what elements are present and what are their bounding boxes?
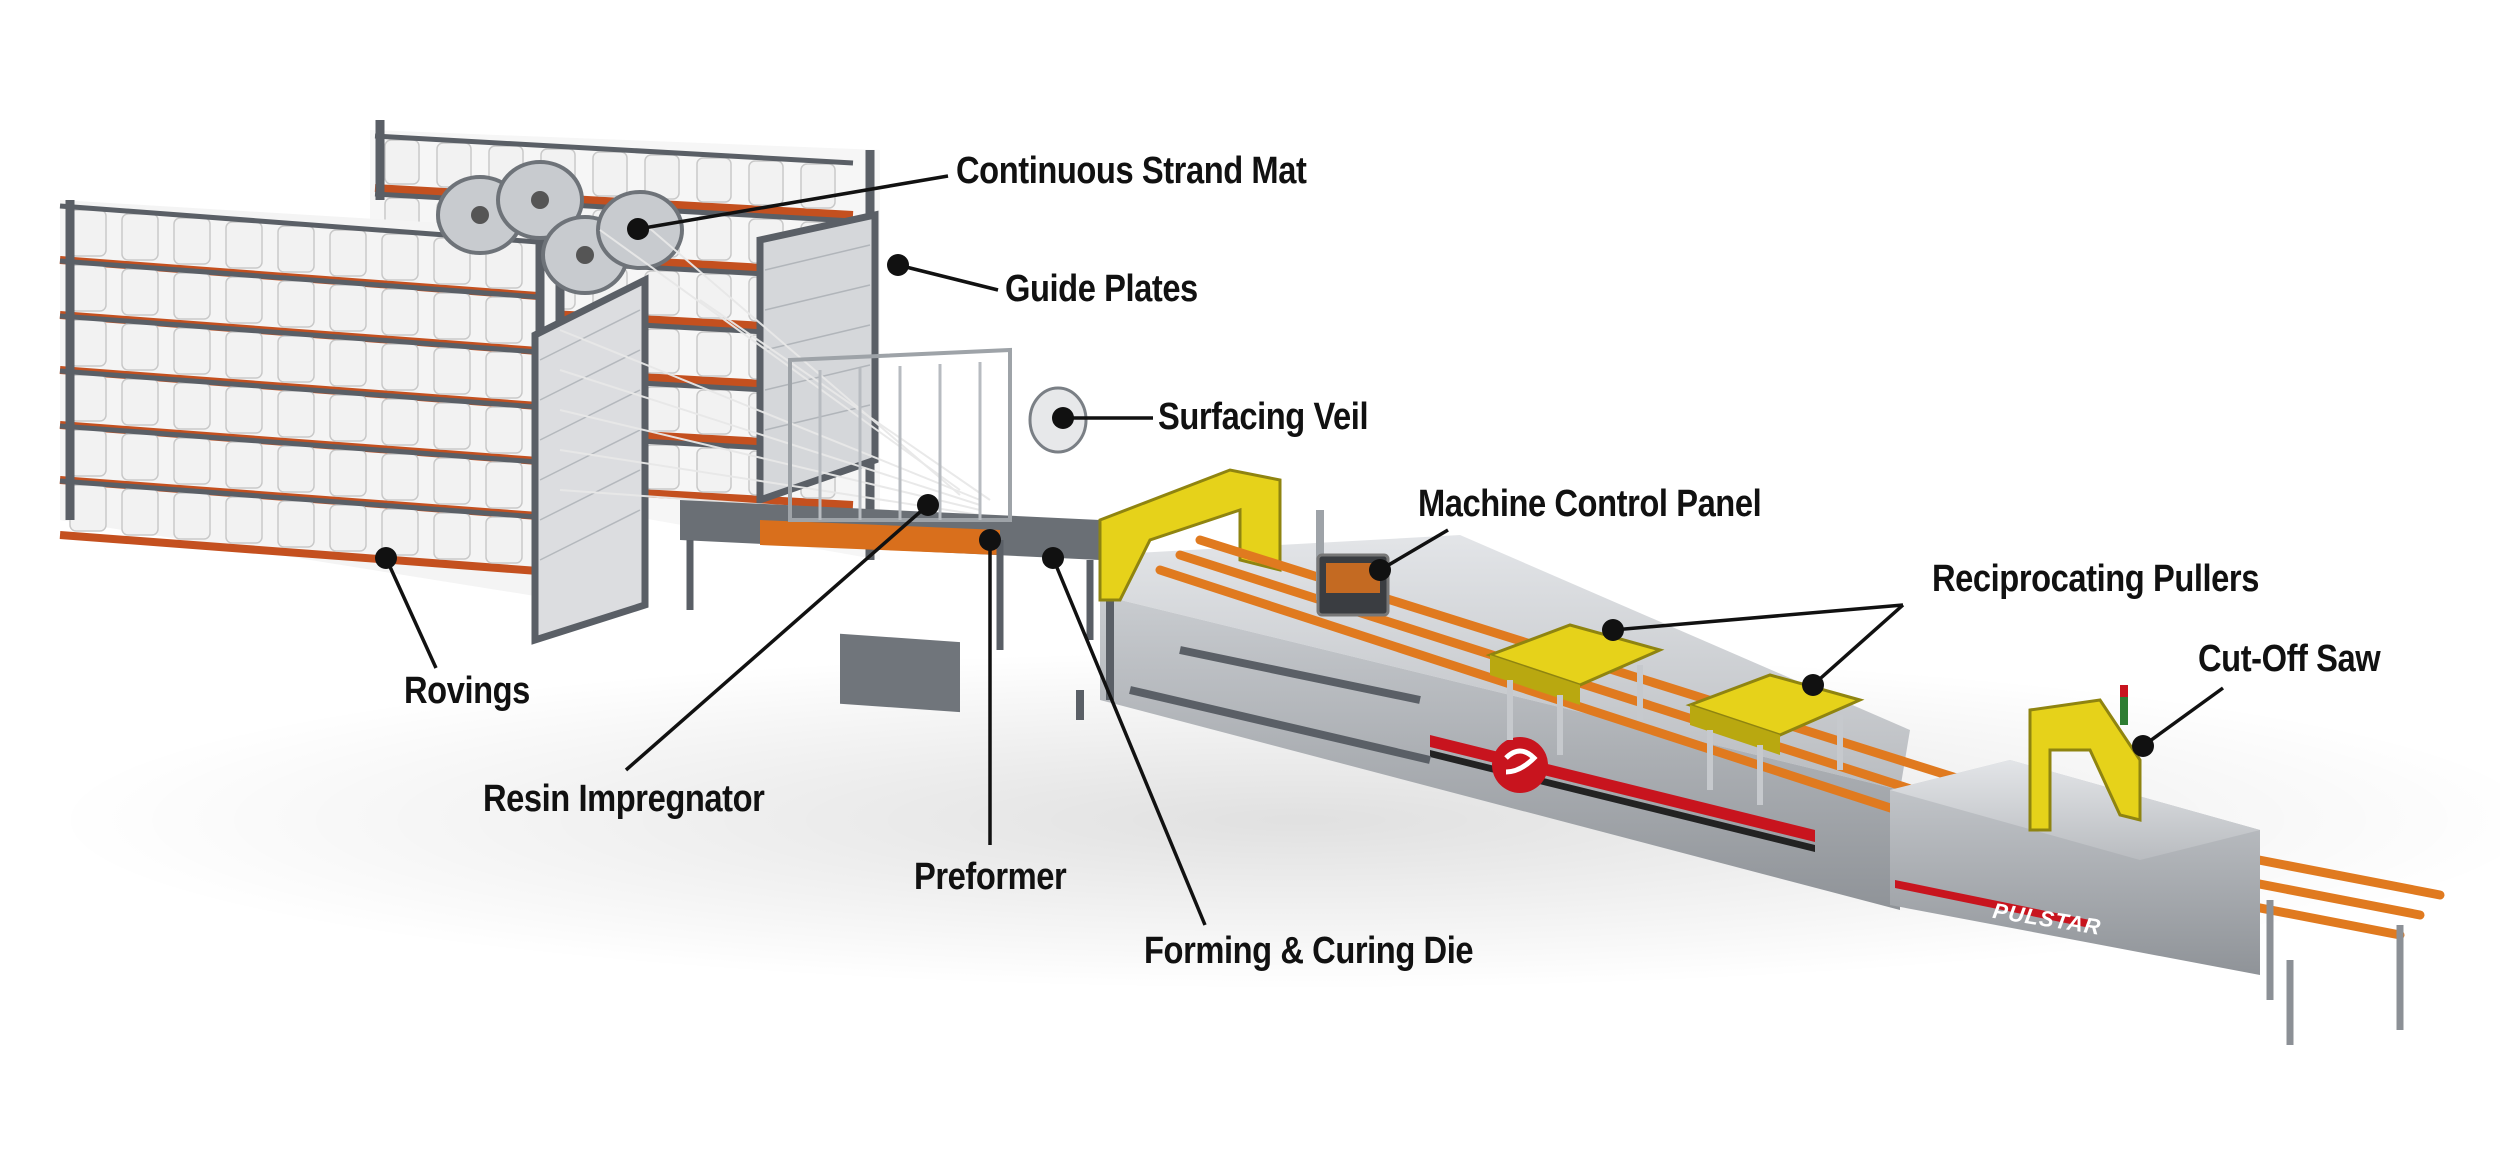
roving-spool (329, 229, 367, 277)
roving-spool (485, 516, 523, 564)
roving-spool (277, 445, 315, 493)
roving-spool (433, 402, 471, 450)
company-logo (1492, 737, 1548, 793)
roving-spool (644, 270, 680, 316)
roving-spool (69, 319, 107, 367)
roving-spool (121, 488, 159, 536)
roving-spool (121, 323, 159, 371)
roving-spool (485, 296, 523, 344)
roving-spool (644, 386, 680, 432)
roving-spool (173, 492, 211, 540)
roving-spool (121, 213, 159, 261)
die-yellow-frame (1098, 468, 1282, 602)
roving-spool (433, 347, 471, 395)
roving-spool (329, 504, 367, 552)
label-rovings: Rovings (404, 670, 530, 712)
roving-spool (433, 512, 471, 560)
roving-spool (485, 351, 523, 399)
label-reciprocating-pullers: Reciprocating Pullers (1932, 558, 2259, 600)
roving-spool (277, 390, 315, 438)
roving-spool (381, 398, 419, 446)
roving-spool (225, 331, 263, 379)
roving-spool (69, 264, 107, 312)
roving-spool (121, 433, 159, 481)
roving-spool (485, 406, 523, 454)
roving-spool (69, 209, 107, 257)
label-resin-impregnator: Resin Impregnator (483, 778, 765, 820)
roving-spool (329, 284, 367, 332)
roving-spool (225, 496, 263, 544)
roving-spool (225, 386, 263, 434)
label-guide-plates: Guide Plates (1005, 268, 1198, 310)
roving-spool (69, 429, 107, 477)
roving-spool (696, 447, 732, 493)
roving-spool (381, 233, 419, 281)
roving-spool (173, 382, 211, 430)
roving-spool (173, 437, 211, 485)
roving-spool (329, 339, 367, 387)
roving-spool (225, 441, 263, 489)
roving-spool (69, 484, 107, 532)
roving-spool (381, 288, 419, 336)
machine-control-panel (1316, 510, 1390, 617)
roving-spool (433, 457, 471, 505)
roving-spool (329, 449, 367, 497)
callouts (384, 174, 2225, 926)
label-forming-curing-die: Forming & Curing Die (1144, 930, 1474, 972)
roving-spool (69, 374, 107, 422)
roving-spool (277, 500, 315, 548)
roving-spool (277, 335, 315, 383)
roving-spool (225, 276, 263, 324)
cut-off-saw (1890, 685, 2404, 1045)
roving-spool (485, 461, 523, 509)
roving-spool (173, 217, 211, 265)
label-preformer: Preformer (914, 856, 1067, 898)
roving-spool (173, 272, 211, 320)
label-continuous-strand-mat: Continuous Strand Mat (956, 150, 1307, 192)
label-surfacing-veil: Surfacing Veil (1158, 396, 1369, 438)
strand-mat-rolls (436, 160, 684, 295)
roving-spool (748, 160, 784, 206)
callout-dots (375, 218, 2154, 757)
roving-spool (329, 394, 367, 442)
roving-spool (277, 280, 315, 328)
roving-spool (381, 453, 419, 501)
roving-spool (433, 292, 471, 340)
roving-spool (277, 225, 315, 273)
roving-spool (696, 215, 732, 261)
label-cut-off-saw: Cut-Off Saw (2198, 638, 2381, 680)
roving-spool (696, 157, 732, 203)
roving-spool (121, 378, 159, 426)
front-rack-spools (59, 203, 539, 575)
roving-spool (381, 343, 419, 391)
roving-spool (696, 331, 732, 377)
roving-spool (384, 139, 420, 185)
label-machine-control-panel: Machine Control Panel (1418, 483, 1762, 525)
roving-spool (592, 151, 628, 197)
roving-spool (173, 327, 211, 375)
roving-spool (121, 268, 159, 316)
roving-spool (225, 221, 263, 269)
